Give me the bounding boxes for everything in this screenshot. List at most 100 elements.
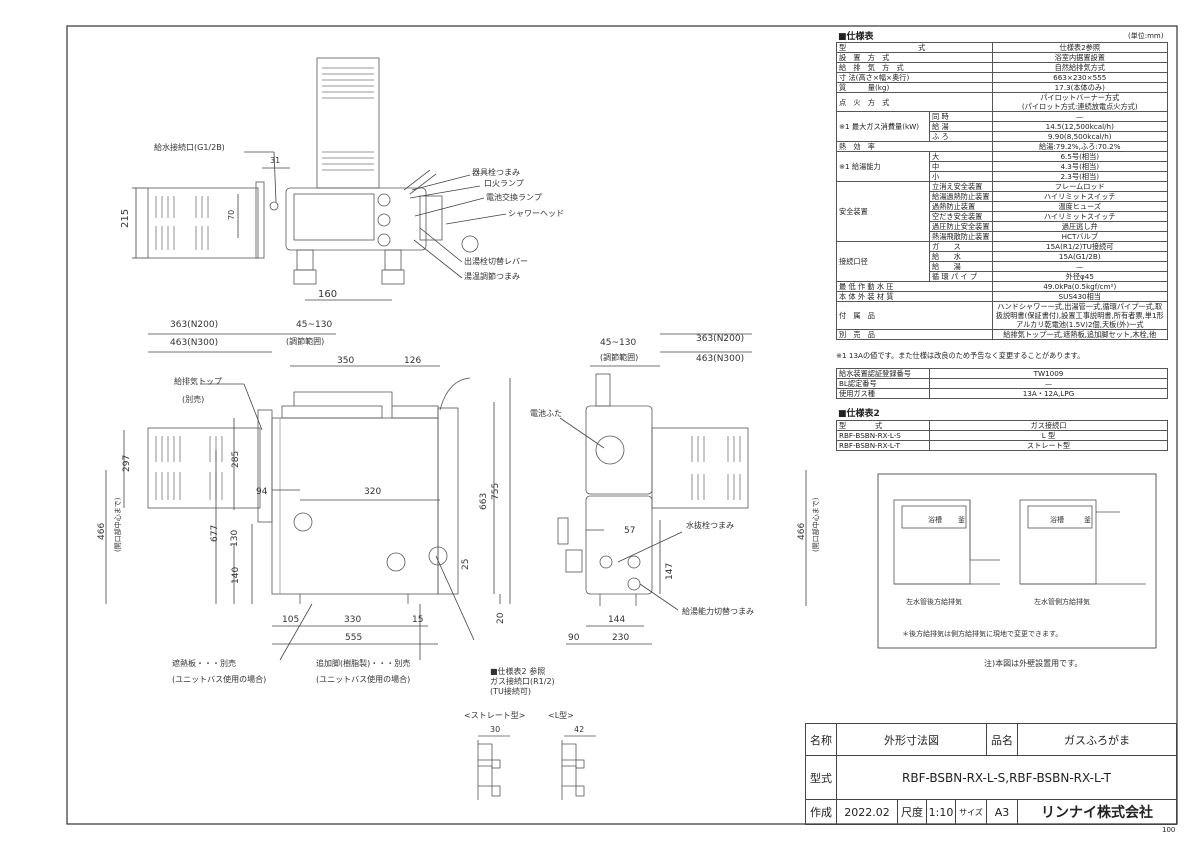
spec-subkey: 空だき安全装置 (929, 211, 993, 222)
spec-key: 接続口径 (836, 241, 930, 282)
top-view-text: 給水接続口(G1/2B) 器具栓つまみ 口火ランプ 電池交換ランプ シャワーヘッ… (120, 142, 564, 300)
dim-677: 677 (210, 525, 220, 542)
label-drain-knob: 水抜栓つまみ (686, 520, 734, 530)
page-number: 100 (1162, 826, 1176, 834)
spec2-header-port: ガス接続口 (929, 420, 1168, 431)
spec-key: 最 低 作 動 水 圧 (836, 281, 993, 292)
spec-value: 9.90(8,500kcal/h) (991, 131, 1169, 142)
title-block: 名称 外形寸法図 品名 ガスふろがま 型式 RBF-BSBN-RX-L-S,RB… (805, 723, 1177, 825)
tb-scale-label: 尺度 (897, 799, 927, 825)
top-label-pilot-lamp: 口火ランプ (484, 179, 524, 188)
spec-heading: ■仕様表 (838, 32, 874, 42)
label-extra-legs: 追加脚(樹脂製)・・・別売 (316, 658, 410, 668)
dim-70: 70 (227, 210, 236, 220)
spec-key: 寸 法(高さ×幅×奥行) (836, 72, 993, 83)
spec-value: 14.5(12,500kcal/h) (991, 121, 1169, 132)
side-dim-57: 57 (624, 526, 635, 536)
dim-350: 350 (337, 356, 354, 366)
spec-table: 型 式仕様表2参照設 置 方 式浴室内据置設置給 排 気 方 式自然給排気方式寸… (836, 42, 1169, 340)
install-kettle-1: 釜 (958, 515, 965, 524)
spec-extra-key: BL認定番号 (836, 378, 930, 389)
spec-subkey: 熱湯飛散防止装置 (929, 231, 993, 242)
spec-value: 自然給排気方式 (991, 62, 1169, 73)
dim-20: 20 (496, 612, 506, 624)
tb-product-label: 品名 (986, 723, 1018, 756)
spec-value: 15A(G1/2B) (991, 251, 1169, 262)
dim-466: 466 (97, 523, 107, 540)
tb-product: ガスふろがま (1017, 723, 1177, 756)
spec-unit: (単位:mm) (1128, 32, 1164, 40)
spec-value: 過圧逃し弁 (991, 221, 1169, 232)
spec-value: 温度ヒューズ (991, 201, 1169, 212)
side-flue (651, 427, 749, 509)
label-battery-cover: 電池ふた (530, 408, 562, 418)
gas-port-detail: <ストレート型> <L型> 30 42 (464, 711, 596, 800)
spec-extra-value: — (929, 378, 1168, 389)
dim-320: 320 (364, 487, 381, 497)
side-dim-463: 463(N300) (696, 354, 744, 364)
side-dim-opening-center: (開口部中心まで) (811, 497, 820, 552)
install-caption-rear: 左水管後方給排気 (906, 597, 962, 606)
spec2-port: L 型 (929, 430, 1168, 441)
spec-subkey: 同 時 (929, 111, 993, 122)
spec-value: ハンドシャワー一式,出湯管一式,循環パイプ一式,取扱説明書(保証書付),設置工事… (991, 301, 1169, 330)
spec-key: 熱 効 率 (836, 141, 993, 152)
front-view (105, 333, 511, 661)
tb-name: 外形寸法図 (836, 723, 987, 756)
spec-value: ハイリミットスイッチ (991, 211, 1169, 222)
spec-key: 質 量(kg) (836, 82, 993, 93)
side-lower-body (585, 495, 653, 595)
side-dim-466: 466 (797, 523, 807, 540)
spec-value: 6.5号(相当) (991, 151, 1169, 162)
gas-note-port: ガス接続口(R1/2) (490, 676, 555, 686)
dim-363: 363(N200) (170, 320, 218, 330)
spec-subkey: 中 (929, 161, 993, 172)
dim-45-130: 45~130 (296, 320, 332, 330)
front-view-text: 給排気トップ (別売) 363(N200) 463(N300) 45~130 (… (97, 320, 555, 696)
spec-key: ※1 給湯能力 (836, 151, 930, 182)
spec-value: 663×230×555 (991, 72, 1169, 83)
spec-value: 49.0kPa(0.5kgf/cm²) (991, 281, 1169, 292)
tb-size-label: サイズ (955, 799, 987, 825)
dim-297: 297 (122, 455, 132, 472)
spec-value: 給排気トップ一式,遮熱板,追加脚セット,木栓,他 (991, 329, 1169, 340)
side-dim-90: 90 (568, 633, 580, 643)
tb-model: RBF-BSBN-RX-L-S,RBF-BSBN-RX-L-T (836, 755, 1177, 800)
tb-scale: 1:10 (926, 799, 956, 825)
label-capacity-knob: 給湯能力切替つまみ (682, 606, 754, 616)
spec-value: 給湯:79.2%,ふろ:70.2% (991, 141, 1169, 152)
dim-130: 130 (230, 530, 240, 547)
spec2-header-model: 型 式 (836, 420, 930, 431)
dim-555: 555 (345, 633, 362, 643)
exhaust-stack (316, 57, 380, 189)
spec-subkey: 立消え安全装置 (929, 181, 993, 192)
install-kettle-2: 釜 (1084, 515, 1091, 524)
spec-key: 点 火 方 式 (836, 92, 993, 112)
detail-dim-42: 42 (574, 725, 584, 734)
spec-value: 2.3号(相当) (991, 171, 1169, 182)
spec-extra-value: 13A・12A,LPG (929, 388, 1168, 399)
top-label-shower-head: シャワーヘッド (508, 209, 564, 218)
spec-subkey: ガ ス (929, 241, 993, 252)
spec-extra-key: 給水装置認証登録番号 (836, 368, 930, 379)
spec-value: 仕様表2参照 (991, 42, 1169, 53)
side-dim-147: 147 (665, 563, 675, 580)
dim-15: 15 (412, 615, 423, 625)
sheet-frame (66, 25, 1178, 825)
spec-value: 外径φ45 (991, 271, 1169, 282)
spec-key: 型 式 (836, 42, 993, 53)
tb-name-label: 名称 (805, 723, 837, 756)
gas-note-ref: ■仕様表2 参照 (490, 666, 545, 676)
spec-value: ハイリミットスイッチ (991, 191, 1169, 202)
dim-adjust-range: (調節範囲) (286, 336, 324, 346)
side-flue (147, 187, 259, 259)
spec-key: 設 置 方 式 (836, 52, 993, 63)
spec-subkey: 小 (929, 171, 993, 182)
spec-key: 給 排 気 方 式 (836, 62, 993, 73)
side-dim-45-130: 45~130 (600, 338, 636, 348)
spec-subkey: 給 湯 (929, 121, 993, 132)
spec-key: 安全装置 (836, 181, 930, 242)
spec-key: 本 体 外 装 材 質 (836, 291, 993, 302)
